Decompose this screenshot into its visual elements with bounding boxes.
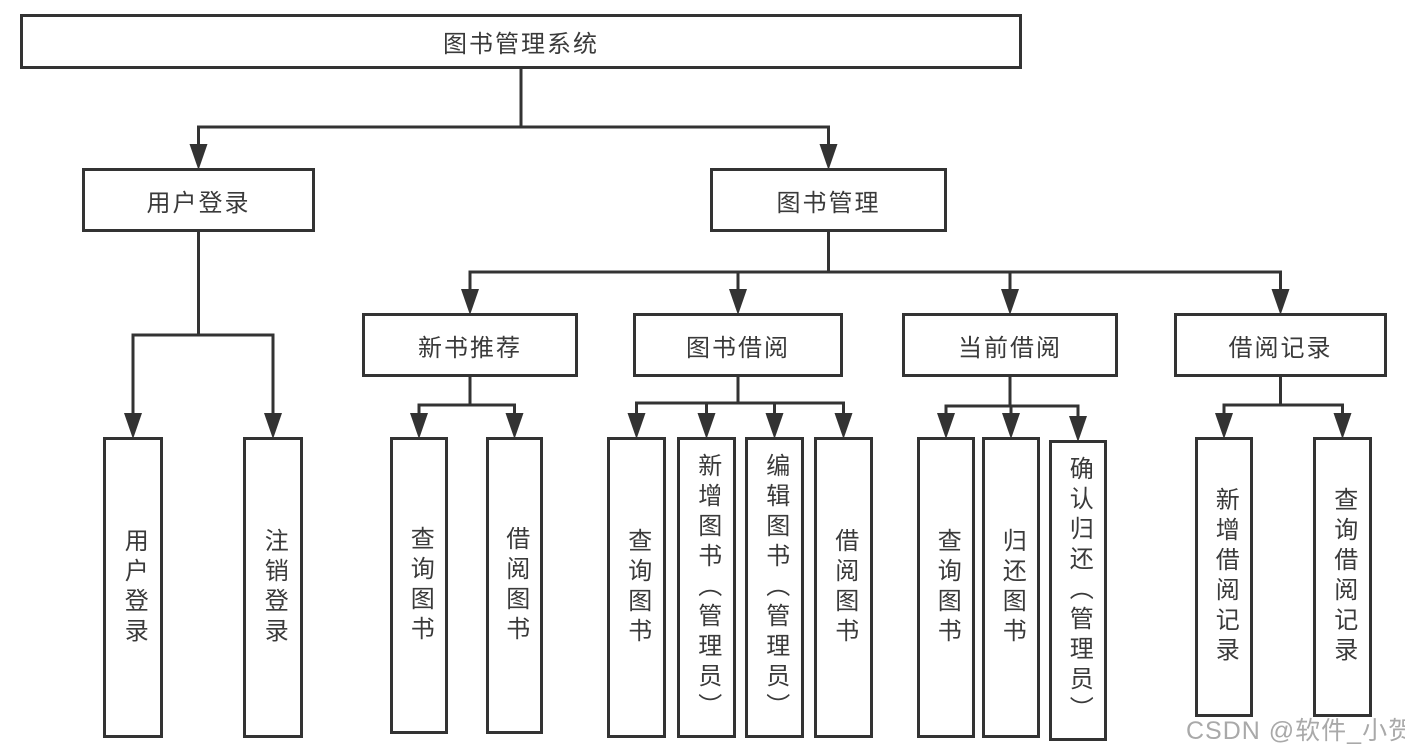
node-label-user-login-leaf: 用户登录 [120, 527, 148, 648]
node-bb-add-book: 新增图书（管理员） [677, 437, 736, 738]
arrowhead-down-icon [1069, 416, 1087, 442]
node-br-query-record: 查询借阅记录 [1313, 437, 1372, 717]
node-label-nb-borrow-book: 借阅图书 [501, 525, 529, 646]
node-book-borrow: 图书借阅 [633, 313, 843, 377]
node-label-current-borrow: 当前借阅 [958, 334, 1062, 362]
node-label-br-add-record: 新增借阅记录 [1211, 487, 1239, 667]
node-bb-query-book: 查询图书 [607, 437, 666, 738]
node-label-book-mgmt: 图书管理 [776, 189, 881, 217]
arrowhead-down-icon [1001, 289, 1019, 315]
arrowhead-down-icon [729, 289, 747, 315]
arrowhead-down-icon [1215, 413, 1233, 439]
node-label-logout-leaf: 注销登录 [260, 527, 288, 648]
node-borrow-records: 借阅记录 [1174, 313, 1387, 377]
arrowhead-down-icon [834, 413, 853, 439]
arrowhead-down-icon [264, 413, 282, 439]
node-label-cb-return-book: 归还图书 [998, 527, 1026, 648]
node-book-mgmt: 图书管理 [710, 168, 947, 232]
arrowhead-down-icon [505, 413, 524, 439]
node-br-add-record: 新增借阅记录 [1195, 437, 1253, 717]
node-label-br-query-record: 查询借阅记录 [1329, 487, 1357, 667]
node-logout-leaf: 注销登录 [243, 437, 303, 738]
arrowhead-down-icon [1271, 289, 1290, 315]
arrowhead-down-icon [1333, 413, 1352, 439]
arrowhead-down-icon [410, 413, 428, 439]
node-label-borrow-records: 借阅记录 [1228, 334, 1333, 362]
arrowhead-down-icon [765, 413, 784, 439]
node-bb-edit-book: 编辑图书（管理员） [745, 437, 804, 738]
arrowhead-down-icon [461, 289, 479, 315]
node-label-bb-edit-book: 编辑图书（管理员） [761, 452, 789, 723]
node-label-bb-borrow-book: 借阅图书 [830, 527, 858, 648]
arrowhead-down-icon [819, 144, 838, 170]
arrowhead-down-icon [627, 413, 646, 439]
node-bb-borrow-book: 借阅图书 [814, 437, 873, 738]
node-nb-query-book: 查询图书 [390, 437, 448, 734]
arrowhead-down-icon [1002, 413, 1020, 439]
node-label-cb-confirm-return: 确认归还（管理员） [1065, 455, 1093, 726]
node-label-user-login: 用户登录 [146, 189, 251, 217]
arrowhead-down-icon [189, 144, 208, 170]
node-current-borrow: 当前借阅 [902, 313, 1118, 377]
arrowhead-down-icon [937, 413, 955, 439]
node-cb-confirm-return: 确认归还（管理员） [1049, 440, 1107, 741]
arrowhead-down-icon [124, 413, 142, 439]
node-label-bb-query-book: 查询图书 [623, 527, 651, 648]
node-user-login: 用户登录 [82, 168, 315, 232]
node-user-login-leaf: 用户登录 [103, 437, 163, 738]
node-new-book-recommend: 新书推荐 [362, 313, 578, 377]
node-cb-query-book: 查询图书 [917, 437, 975, 738]
node-nb-borrow-book: 借阅图书 [486, 437, 543, 734]
arrowhead-down-icon [697, 413, 716, 439]
node-label-root: 图书管理系统 [443, 31, 599, 58]
node-label-bb-add-book: 新增图书（管理员） [693, 452, 721, 723]
node-label-nb-query-book: 查询图书 [406, 525, 434, 646]
node-root: 图书管理系统 [20, 14, 1022, 69]
node-label-cb-query-book: 查询图书 [933, 527, 961, 648]
node-label-new-book-recommend: 新书推荐 [418, 334, 522, 362]
node-label-book-borrow: 图书借阅 [686, 334, 790, 362]
node-cb-return-book: 归还图书 [982, 437, 1040, 738]
